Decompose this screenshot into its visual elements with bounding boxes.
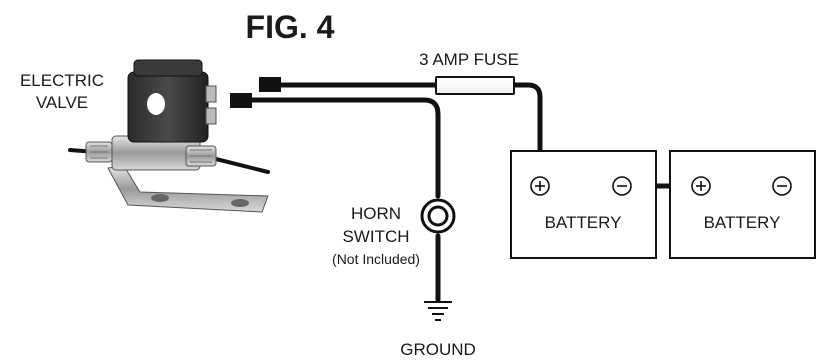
- plus-terminal-icon: [691, 176, 711, 196]
- ground-label: GROUND: [400, 340, 476, 359]
- solenoid-valve-icon: [68, 59, 270, 213]
- battery-left: [510, 150, 657, 259]
- valve-label-line2: VALVE: [36, 93, 88, 112]
- ground-icon: [424, 301, 452, 321]
- fuse-label: 3 AMP FUSE: [419, 50, 519, 69]
- horn-switch-note: (Not Included): [332, 251, 420, 267]
- minus-terminal-icon: [772, 176, 792, 196]
- valve-label-line1: ELECTRIC: [20, 71, 104, 90]
- connector-lower: [230, 93, 252, 108]
- horn-switch-icon: [420, 198, 456, 234]
- horn-switch-label-line1: HORN: [351, 204, 401, 223]
- battery-right-label: BATTERY: [704, 213, 781, 232]
- plus-terminal-icon: [530, 176, 550, 196]
- wire-valve-to-horn-switch: [249, 97, 441, 199]
- horn-switch-label-line2: SWITCH: [342, 227, 409, 246]
- battery-right: [669, 150, 816, 259]
- figure-title: FIG. 4: [246, 9, 335, 45]
- battery-left-label: BATTERY: [545, 213, 622, 232]
- wire-fuse-to-battery-positive: [509, 82, 543, 181]
- inline-fuse-icon: [435, 76, 515, 95]
- minus-terminal-icon: [612, 176, 632, 196]
- connector-upper: [259, 77, 281, 92]
